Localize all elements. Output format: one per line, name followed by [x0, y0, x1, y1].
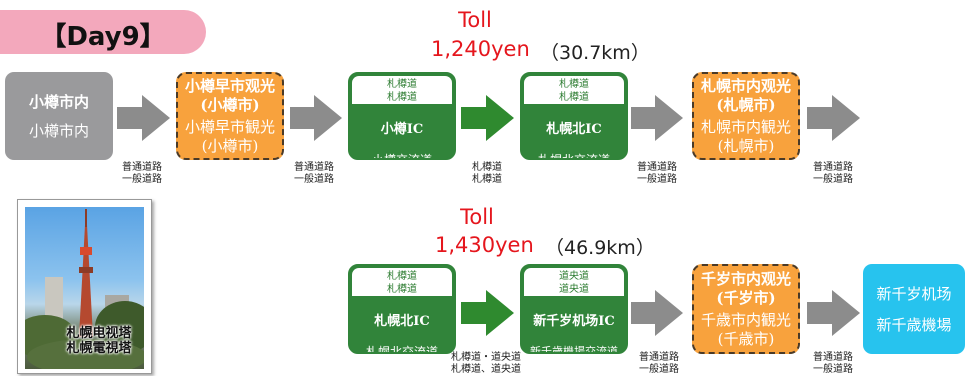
- day-tag: 【Day9】: [0, 10, 206, 54]
- ic-name: 新千岁机场IC: [533, 314, 615, 329]
- photo-image: [25, 207, 144, 369]
- ic-jct: 小樽交流道: [371, 153, 432, 160]
- road-label: 普通道路 一般道路: [112, 162, 172, 186]
- road-label: 普通道路 一般道路: [284, 162, 344, 186]
- tv-tower-icon: [25, 209, 144, 369]
- ic-road-caption: 札樽道 札樽道: [352, 76, 452, 104]
- road-label: 札樽道・道央道 札樽道、道央道: [440, 352, 532, 376]
- road-label-jp: 一般道路: [639, 364, 679, 375]
- stop-label-jp: 千歳市内観光: [700, 310, 791, 329]
- stop-label-jp: 札幌市内観光: [700, 117, 791, 136]
- road-label-jp: 一般道路: [294, 174, 334, 185]
- road-label-cn: 普通道路: [639, 352, 679, 363]
- ic-name: 札幌北IC: [374, 314, 430, 329]
- road-label-cn: 普通道路: [637, 162, 677, 173]
- photo-caption-cn: 札幌电视塔: [66, 326, 132, 341]
- road-label-jp: 一般道路: [637, 174, 677, 185]
- stop-label-cn: 小樽早市观光: [184, 76, 275, 95]
- road-label: 普通道路 一般道路: [629, 352, 689, 376]
- ic-box-otaru: 札樽道 札樽道 小樽IC 小樽交流道: [348, 72, 456, 160]
- stop-box-chitose: 千岁市内观光 (千岁市) 千歳市内観光 (千歳市): [692, 264, 800, 354]
- arrow-gray: [117, 95, 170, 141]
- ic-road-jp: 札樽道: [559, 92, 589, 103]
- toll-label-2: Toll: [460, 205, 494, 229]
- ic-road-jp: 札樽道: [387, 92, 417, 103]
- stop-box-sapporo: 札幌市内观光 (札幌市) 札幌市内観光 (札幌市): [692, 72, 800, 160]
- start-label-jp: 小樽市内: [28, 122, 89, 140]
- arrow-gray: [290, 95, 342, 141]
- road-label-cn: 普通道路: [122, 162, 162, 173]
- arrow-gray: [631, 290, 683, 336]
- day-tag-label: 【Day9】: [40, 22, 166, 52]
- stop-label-cn: 札幌市内观光: [700, 76, 791, 95]
- stop-box-otaru-market: 小樽早市观光 (小樽市) 小樽早市観光 (小樽市): [176, 72, 284, 160]
- road-label-jp: 札樽道、道央道: [451, 364, 521, 375]
- road-label: 普通道路 一般道路: [627, 162, 687, 186]
- road-label-cn: 普通道路: [813, 162, 853, 173]
- road-label-jp: 札樽道: [472, 174, 502, 185]
- ic-name: 小樽IC: [380, 122, 424, 137]
- arrow-green: [461, 95, 514, 141]
- ic-road-cn: 札樽道: [387, 271, 417, 282]
- road-label-cn: 普通道路: [813, 352, 853, 363]
- stop-city-cn: (小樽市): [200, 95, 260, 114]
- ic-jct: 札幌北交流道: [537, 153, 610, 160]
- road-label: 普通道路 一般道路: [803, 352, 863, 376]
- start-box-otaru: 小樽市内 小樽市内: [5, 72, 113, 160]
- ic-road-jp: 札樽道: [387, 284, 417, 295]
- stop-city-jp: (千歳市): [717, 329, 775, 348]
- stop-label-jp: 小樽早市観光: [184, 117, 275, 136]
- road-label: 普通道路 一般道路: [803, 162, 863, 186]
- stop-city-jp: (小樽市): [201, 136, 259, 155]
- road-label-cn: 札樽道・道央道: [451, 352, 521, 363]
- road-label-cn: 札樽道: [472, 162, 502, 173]
- stop-city-cn: (札幌市): [716, 95, 776, 114]
- ic-box-sapporo-kita: 札樽道 札樽道 札幌北IC 札幌北交流道: [520, 72, 628, 160]
- ic-name: 札幌北IC: [546, 122, 602, 137]
- road-label: 札樽道 札樽道: [457, 162, 517, 186]
- end-label-cn: 新千岁机场: [876, 285, 952, 303]
- ic-jct: 札幌北交流道: [365, 345, 438, 354]
- road-label-cn: 普通道路: [294, 162, 334, 173]
- distance-1: （30.7km）: [540, 42, 650, 64]
- toll-amount-2: 1,430yen: [435, 233, 534, 257]
- tv-tower-photo: 札幌电视塔 札幌電視塔: [17, 199, 152, 374]
- toll-amount-1: 1,240yen: [431, 37, 530, 61]
- arrow-gray: [807, 290, 860, 336]
- stop-label-cn: 千岁市内观光: [700, 269, 791, 288]
- stop-city-cn: (千岁市): [716, 288, 776, 307]
- arrow-gray: [807, 95, 860, 141]
- ic-road-caption: 札樽道 札樽道: [524, 76, 624, 104]
- road-label-jp: 一般道路: [122, 174, 162, 185]
- road-label-jp: 一般道路: [813, 174, 853, 185]
- ic-road-jp: 道央道: [559, 284, 589, 295]
- start-label-cn: 小樽市内: [28, 93, 89, 111]
- stop-city-jp: (札幌市): [717, 136, 775, 155]
- ic-jct: 新千歳機場交流道: [530, 345, 618, 354]
- road-label-jp: 一般道路: [813, 364, 853, 375]
- arrow-gray: [631, 95, 683, 141]
- end-box-new-chitose-airport: 新千岁机场 新千歳機場: [863, 264, 965, 354]
- distance-2: （46.9km）: [545, 237, 655, 259]
- ic-road-caption: 札樽道 札樽道: [352, 268, 452, 296]
- photo-caption-jp: 札幌電視塔: [66, 341, 132, 356]
- ic-box-new-chitose: 道央道 道央道 新千岁机场IC 新千歳機場交流道: [520, 264, 628, 354]
- ic-road-caption: 道央道 道央道: [524, 268, 624, 296]
- ic-box-sapporo-kita-2: 札樽道 札樽道 札幌北IC 札幌北交流道: [348, 264, 456, 354]
- ic-road-cn: 道央道: [559, 271, 589, 282]
- end-label-jp: 新千歳機場: [876, 316, 952, 334]
- ic-road-cn: 札樽道: [559, 79, 589, 90]
- arrow-green: [461, 290, 514, 336]
- toll-label-1: Toll: [458, 8, 492, 32]
- ic-road-cn: 札樽道: [387, 79, 417, 90]
